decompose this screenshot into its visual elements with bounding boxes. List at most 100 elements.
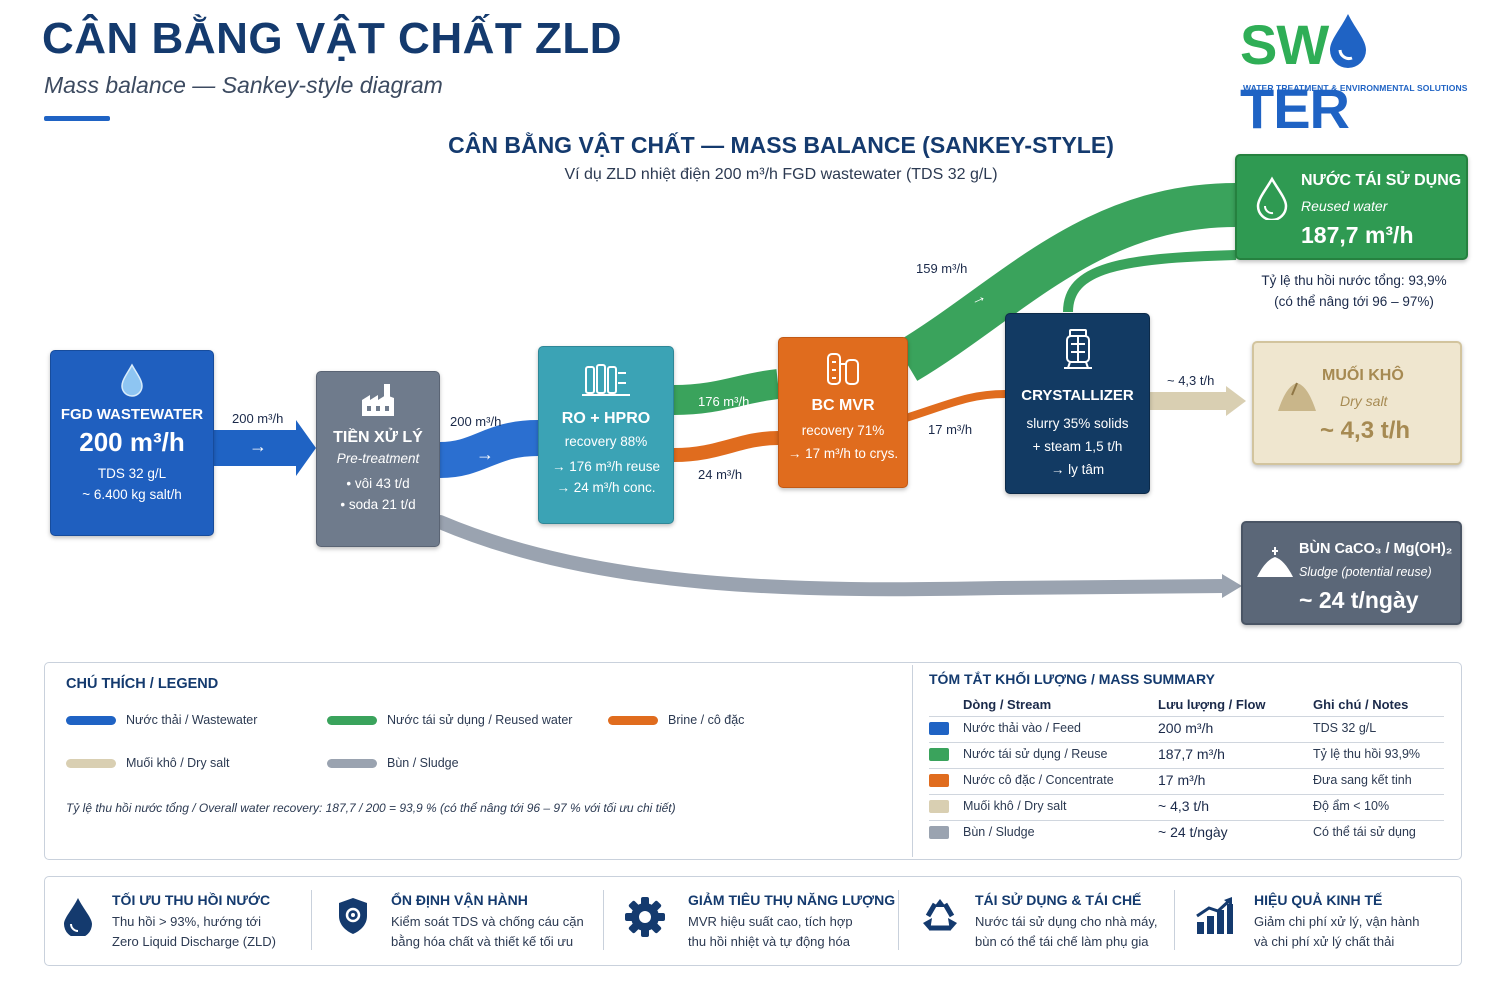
flow-mvr-to-reuse [894,183,1237,381]
legend-label-wastewater: Nước thải / Wastewater [126,713,258,727]
summary-stream-sludge: Bùn / Sludge [963,825,1035,839]
node-reused-water: NƯỚC TÁI SỬ DỤNG Reused water 187,7 m³/h [1235,154,1468,260]
membrane-filter-icon [582,364,630,396]
summary-flow-sludge: ~ 24 t/ngày [1158,824,1228,840]
legend-label-dry-salt: Muối khô / Dry salt [126,756,230,770]
flow-sludge [433,515,1232,597]
summary-note-concentrate: Đưa sang kết tinh [1313,773,1412,787]
logo-drop-icon [1330,14,1367,68]
flow-label-mvr-to-reuse: 159 m³/h [916,261,968,276]
benefit-separator [1174,890,1175,950]
sankey-flows: → [214,183,1246,598]
flow-label-feed-to-pretreat: 200 m³/h [232,411,284,426]
node-sludge: BÙN CaCO₃ / Mg(OH)₂ Sludge (potential re… [1241,521,1462,625]
panel-divider [912,665,913,857]
crystallizer-tank-icon [1063,329,1092,369]
flow-direction-mark: → [968,287,990,309]
legend-title: CHÚ THÍCH / LEGEND [66,676,219,692]
page-subtitle: Mass balance — Sankey-style diagram [44,72,443,98]
recycle-icon [923,899,957,931]
summary-divider [929,794,1444,795]
flow-ro-permeate [673,369,780,415]
flow-sludge-arrow [1222,574,1242,598]
flow-mvr-to-crys [904,390,1006,422]
legend-label-brine: Brine / cô đặc [668,713,745,727]
summary-swatch-concentrate [929,774,949,787]
summary-divider [929,716,1444,717]
growth-chart-icon [1196,897,1233,934]
summary-flow-dry-salt: ~ 4,3 t/h [1158,798,1209,814]
summary-stream-dry-salt: Muối khô / Dry salt [963,799,1067,813]
evaporator-icon [827,353,859,385]
legend-label-reused: Nước tái sử dụng / Reused water [387,713,573,727]
node-fgd-wastewater: FGD WASTEWATER 200 m³/h TDS 32 g/L ~ 6.4… [50,350,214,536]
summary-header-notes: Ghi chú / Notes [1313,697,1409,712]
salt-pile-icon [1278,382,1316,411]
summary-divider [929,820,1444,821]
water-drop-icon [64,898,92,936]
summary-flow-feed: 200 m³/h [1158,720,1214,736]
flow-ro-conc [673,431,779,462]
logo-wordmark: SWTER [1240,12,1465,141]
flow-pretreat-to-ro [439,420,539,478]
legend-swatch-reused [327,716,377,725]
benefit-water-recovery: TỐI ƯU THU HỒI NƯỚC Thu hồi > 93%, hướng… [60,876,310,966]
shield-gear-icon [339,898,367,934]
summary-header-flow: Lưu lượng / Flow [1158,697,1266,712]
logo-tagline: WATER TREATMENT & ENVIRONMENTAL SOLUTION… [1243,83,1468,93]
page-title: CÂN BẰNG VẬT CHẤT ZLD [42,14,623,63]
benefit-separator [898,890,899,950]
flow-label-mvr-to-crys: 17 m³/h [928,422,973,437]
water-drop-icon [121,363,143,397]
benefits-bar [44,876,1462,966]
summary-header-stream: Dòng / Stream [963,697,1052,712]
node-pretreatment: TIỀN XỬ LÝ Pre-treatment • vôi 43 t/d • … [316,371,440,547]
summary-stream-reuse: Nước tái sử dụng / Reuse [963,747,1108,761]
node-bc-mvr: BC MVR recovery 71% → 17 m³/h to crys. [778,337,908,488]
flow-crys-to-reuse [1063,250,1237,313]
benefit-separator [311,890,312,950]
flow-feed-to-pretreat [214,420,316,476]
flow-label-ro-permeate: 176 m³/h [698,394,750,409]
legend-swatch-wastewater [66,716,116,725]
benefit-economic: HIỆU QUẢ KINH TẾ Giảm chi phí xử lý, vận… [1194,876,1454,966]
flow-label-ro-conc: 24 m³/h [698,467,743,482]
gear-icon [625,897,665,937]
summary-stream-feed: Nước thải vào / Feed [963,721,1082,735]
flow-label-crys-to-salt: ~ 4,3 t/h [1167,373,1215,388]
legend-summary-panel [44,662,1462,860]
diagram-subtitle: Ví dụ ZLD nhiệt điện 200 m³/h FGD wastew… [564,166,998,183]
legend-swatch-dry-salt [66,759,116,768]
benefit-separator [603,890,604,950]
legend-label-sludge: Bùn / Sludge [387,756,459,770]
node-dry-salt: MUỐI KHÔ Dry salt ~ 4,3 t/h [1252,341,1462,465]
factory-icon [362,384,394,416]
summary-divider [929,768,1444,769]
summary-swatch-reuse [929,748,949,761]
summary-stream-concentrate: Nước cô đặc / Concentrate [963,773,1114,787]
benefit-stable-operation: ỔN ĐỊNH VẬN HÀNH Kiểm soát TDS và chống … [334,876,599,966]
node-ro-hpro: RO + HPRO recovery 88% → 176 m³/h reuse … [538,346,674,524]
summary-title: TÓM TẮT KHỐI LƯỢNG / MASS SUMMARY [929,671,1215,687]
sludge-pile-icon [1257,547,1293,577]
summary-swatch-feed [929,722,949,735]
summary-flow-reuse: 187,7 m³/h [1158,746,1225,762]
diagram-title: CÂN BẰNG VẬT CHẤT — MASS BALANCE (SANKEY… [448,132,1114,158]
title-accent-bar [44,116,110,121]
company-logo: SWTER WATER TREATMENT & ENVIRONMENTAL SO… [1240,12,1467,140]
summary-swatch-sludge [929,826,949,839]
node-crystallizer: CRYSTALLIZER slurry 35% solids + steam 1… [1005,313,1150,494]
legend-recovery-note: Tỷ lệ thu hồi nước tổng / Overall water … [66,801,676,815]
summary-divider [929,742,1444,743]
legend-swatch-sludge [327,759,377,768]
summary-note-reuse: Tỷ lệ thu hồi 93,9% [1313,747,1421,761]
flow-label-pretreat-to-ro: 200 m³/h [450,414,502,429]
arrow-right-icon: → [249,436,267,456]
recovery-note: Tỷ lệ thu hồi nước tổng: 93,9% (có thể n… [1261,273,1447,309]
benefit-reuse-recycle: TÁI SỬ DỤNG & TÁI CHẾ Nước tái sử dụng c… [918,876,1180,966]
benefit-energy-saving: GIẢM TIÊU THỤ NĂNG LƯỢNG MVR hiệu suất c… [624,876,895,966]
summary-note-feed: TDS 32 g/L [1313,721,1377,735]
summary-swatch-dry-salt [929,800,949,813]
water-drop-icon [1256,176,1288,220]
arrow-right-icon: → [476,444,494,464]
